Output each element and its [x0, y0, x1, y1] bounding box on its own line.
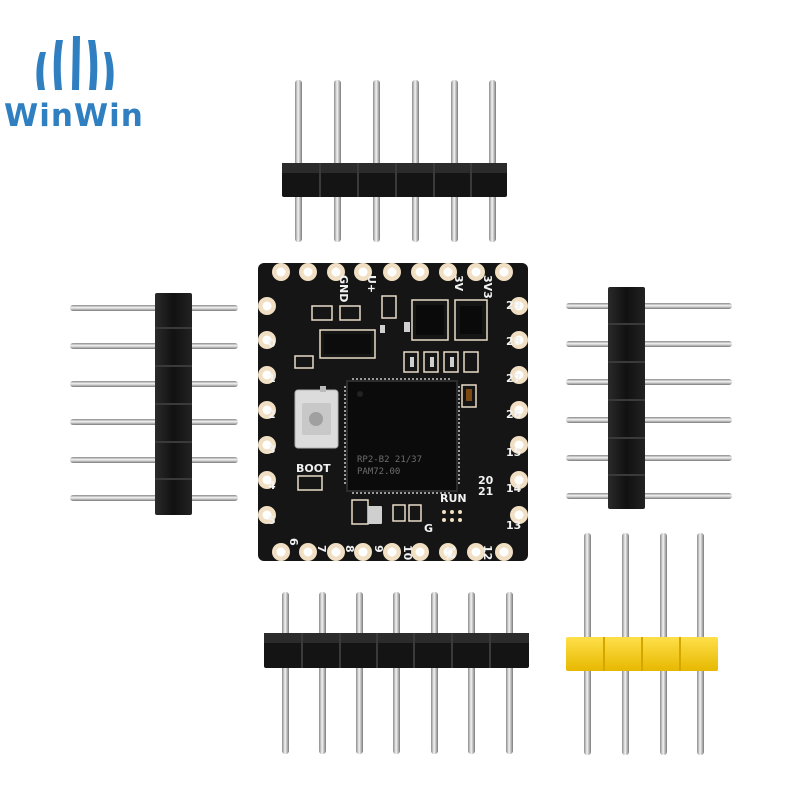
pin-label-1: 1 — [268, 372, 276, 385]
right-pad-hole — [514, 335, 524, 345]
pin-label-8: 8 — [343, 545, 356, 553]
top-pin-labels: GND U+ 3V 3V3 — [337, 275, 494, 302]
left-pad-hole — [262, 440, 272, 450]
pin-label-3v3: 3V3 — [481, 275, 494, 299]
left-pad-hole — [262, 405, 272, 415]
boot-label: BOOT — [296, 462, 331, 475]
boot-button — [294, 386, 339, 449]
right-pin-labels: 29 28 27 26 15 14 13 — [506, 299, 522, 532]
pin-label-29: 29 — [506, 299, 521, 312]
logo-bars-icon — [36, 36, 114, 90]
pin-label-26: 26 — [506, 408, 522, 421]
right-pad-hole — [514, 301, 524, 311]
bottom-pad-hole — [415, 547, 425, 557]
pin-label-gnd: GND — [337, 275, 350, 302]
pin-label-15: 15 — [506, 446, 521, 459]
top-pad-hole — [471, 267, 481, 277]
pin-label-u-plus: U+ — [365, 275, 378, 293]
top-pad-hole — [415, 267, 425, 277]
pin-label-14: 14 — [506, 482, 522, 495]
right-pad-hole — [514, 405, 524, 415]
left-pad-hole — [262, 370, 272, 380]
right-pad-hole — [514, 475, 524, 485]
right-pad-hole — [514, 370, 524, 380]
pin-label-3: 3 — [268, 443, 276, 456]
pin-label-6: 6 — [287, 538, 300, 546]
right-pin-header — [566, 287, 732, 509]
pin-label-7: 7 — [315, 545, 328, 553]
bottom-pad-hole — [443, 547, 453, 557]
chip-marking-line1: RP2-B2 21/37 — [357, 455, 422, 465]
right-pad-hole — [514, 510, 524, 520]
bottom-pad-hole — [331, 547, 341, 557]
chip-marking-line2: PAM72.00 — [357, 467, 400, 477]
top-pad-hole — [387, 267, 397, 277]
top-pad-hole — [276, 267, 286, 277]
pin-label-12: 12 — [481, 545, 494, 560]
bottom-pin-header — [264, 592, 529, 754]
pin-label-20: 20 — [478, 474, 494, 487]
rp2040-chip: RP2-B2 21/37 PAM72.00 — [344, 378, 460, 494]
bottom-pad-hole — [303, 547, 313, 557]
logo-text: WinWin — [4, 98, 144, 134]
top-pad-hole — [303, 267, 313, 277]
smd-components — [294, 295, 488, 525]
right-pad-hole — [514, 440, 524, 450]
left-pad-hole — [262, 475, 272, 485]
bottom-pad-hole — [499, 547, 509, 557]
pin-label-21: 21 — [478, 485, 493, 498]
top-pad-hole — [499, 267, 509, 277]
top-pad-hole — [331, 267, 341, 277]
pin-label-g: G — [424, 522, 433, 535]
test-pads — [442, 510, 462, 522]
pin-label-10: 10 — [401, 545, 414, 561]
pin-label-4: 4 — [268, 479, 276, 492]
left-pad-hole — [262, 510, 272, 520]
top-header-pins — [295, 80, 496, 242]
run-label: RUN — [440, 492, 467, 505]
bottom-pin-labels: 6 7 8 9 10 11 12 — [287, 538, 494, 561]
pin-label-28: 28 — [506, 335, 521, 348]
left-pin-labels: 0 1 2 3 4 5 — [268, 337, 276, 527]
left-pad-hole — [262, 301, 272, 311]
castellated-pads — [258, 263, 528, 561]
top-pin-header — [282, 80, 507, 242]
pin-label-9: 9 — [372, 545, 385, 553]
yellow-pin-header — [566, 533, 718, 755]
left-pin-header — [70, 293, 238, 515]
pin-label-5: 5 — [268, 514, 276, 527]
bottom-pad-hole — [358, 547, 368, 557]
bottom-pad-hole — [471, 547, 481, 557]
pin-label-3v: 3V — [452, 275, 465, 292]
pin-label-27: 27 — [506, 372, 521, 385]
top-pad-hole — [443, 267, 453, 277]
microcontroller-board: RP2-B2 21/37 PAM72.00 BOOT RUN 20 21 G G… — [258, 263, 528, 561]
top-pad-hole — [358, 267, 368, 277]
pin-label-0: 0 — [268, 337, 276, 350]
pin-label-11: 11 — [444, 545, 457, 560]
top-header-housing — [282, 163, 507, 197]
pin-label-2: 2 — [268, 408, 276, 421]
bottom-pad-hole — [276, 547, 286, 557]
bottom-pad-hole — [387, 547, 397, 557]
winwin-logo: WinWin — [4, 36, 144, 134]
left-pad-hole — [262, 335, 272, 345]
pin-label-13: 13 — [506, 519, 521, 532]
